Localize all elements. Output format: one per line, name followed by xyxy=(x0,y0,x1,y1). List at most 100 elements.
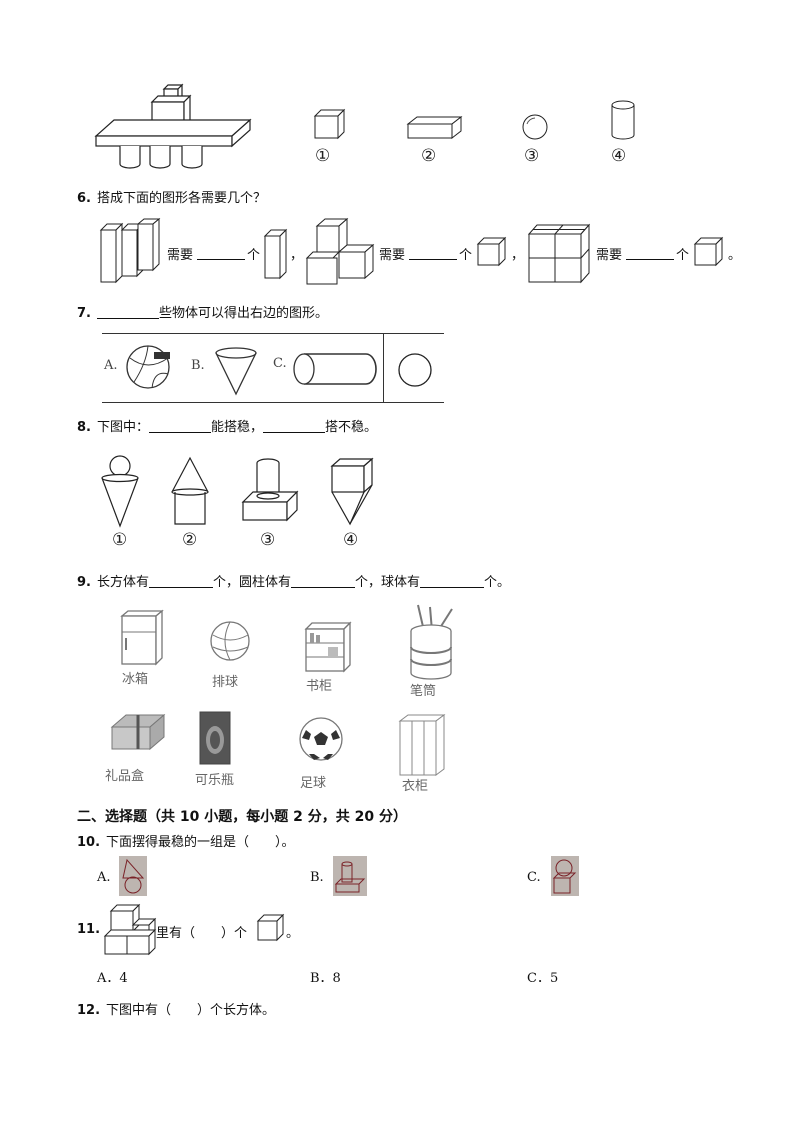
question-number: 12. xyxy=(77,1003,101,1018)
q7-divider xyxy=(383,333,384,403)
option-label-3: ③ xyxy=(524,146,540,166)
option-a[interactable]: A．4 xyxy=(97,971,128,986)
answer-blank-6c[interactable] xyxy=(626,246,674,260)
cube-on-cone-figure xyxy=(330,457,374,526)
answer-blank-6a[interactable] xyxy=(197,246,245,260)
refrigerator-image xyxy=(120,609,164,666)
text-part: 长方体有 xyxy=(96,575,149,590)
tall-cuboid-icon xyxy=(263,228,288,280)
cube-icon xyxy=(693,236,724,267)
cylinder-shape xyxy=(611,100,635,140)
item-label-bookcase: 书柜 xyxy=(306,679,333,694)
basketball-image xyxy=(126,345,170,389)
soccer-ball-image xyxy=(299,717,343,761)
need-label-2: 需要 xyxy=(379,248,406,263)
item-label-colabottle: 可乐瓶 xyxy=(195,773,235,788)
question-number: 8. xyxy=(77,420,91,435)
question-text: 些物体可以得出右边的图形。 xyxy=(158,306,328,321)
question-prefix: 下图中： xyxy=(96,420,149,435)
need-label-1: 需要 xyxy=(167,248,194,263)
cylinder-on-cuboid-figure xyxy=(241,458,299,522)
question-number: 11. xyxy=(77,922,101,937)
option-b-image[interactable] xyxy=(333,856,367,896)
gift-box-image xyxy=(110,713,166,751)
period-6: 。 xyxy=(728,248,742,263)
question-8: 8. 下图中： 能搭稳， 搭不稳。 xyxy=(77,416,377,435)
option-a-image[interactable] xyxy=(119,856,147,896)
answer-blank-7[interactable] xyxy=(96,305,159,319)
question-11-text: 里有（ ）个 xyxy=(156,926,248,941)
wardrobe-image xyxy=(398,714,446,776)
question-9: 9. 长方体有 个，圆柱体有 个，球体有 个。 xyxy=(77,571,510,590)
option-c-image[interactable] xyxy=(551,856,579,896)
question-12: 12. 下图中有（ ）个长方体。 xyxy=(77,999,275,1018)
question-number: 9. xyxy=(77,575,91,590)
cuboid-shape xyxy=(406,115,463,140)
question-11-number: 11. xyxy=(77,922,106,937)
item-label-volleyball: 排球 xyxy=(212,675,239,690)
option-c-label: C. xyxy=(273,356,287,371)
text-part: 个，球体有 xyxy=(355,575,421,590)
option-label-2: ② xyxy=(421,146,437,166)
question-text: 下面摆得最稳的一组是（ ）。 xyxy=(106,835,295,850)
answer-blank-8b[interactable] xyxy=(263,419,326,433)
item-label-giftbox: 礼品盒 xyxy=(105,769,145,784)
answer-blank-9c[interactable] xyxy=(420,574,485,588)
question-number: 7. xyxy=(77,306,91,321)
question-7: 7. 些物体可以得出右边的图形。 xyxy=(77,302,328,321)
ball-on-cone-figure xyxy=(101,455,139,528)
question-11-end: 。 xyxy=(286,926,300,941)
section-2-title: 二、选择题（共 10 小题，每小题 2 分，共 20 分） xyxy=(77,809,407,825)
item-label-penholder: 笔筒 xyxy=(410,684,437,699)
option-b[interactable]: B. xyxy=(310,870,324,885)
option-label-1: ① xyxy=(315,146,331,166)
unit-label-3: 个 xyxy=(676,248,690,263)
answer-blank-6b[interactable] xyxy=(409,246,457,260)
question-number: 6. xyxy=(77,191,91,206)
question-6: 6. 搭成下面的图形各需要几个？ xyxy=(77,187,266,206)
volleyball-image xyxy=(210,621,250,661)
cube-icon xyxy=(256,913,285,942)
question-mid: 能搭稳， xyxy=(211,420,264,435)
unit-label-1: 个 xyxy=(247,248,261,263)
answer-blank-8a[interactable] xyxy=(149,419,211,433)
option-c[interactable]: C．5 xyxy=(527,971,559,986)
option-b-label: B. xyxy=(191,358,205,373)
need-label-3: 需要 xyxy=(596,248,623,263)
option-b[interactable]: B．8 xyxy=(310,971,341,986)
item-label-fridge: 冰箱 xyxy=(122,672,149,687)
question-number: 10. xyxy=(77,835,101,850)
figure-cube-block xyxy=(527,223,591,284)
text-part: 个，圆柱体有 xyxy=(213,575,292,590)
cube-shape xyxy=(313,108,346,140)
option-a[interactable]: A. xyxy=(97,870,111,885)
table-structure-figure xyxy=(94,83,252,169)
cone-image xyxy=(215,347,257,396)
figure-label-2: ② xyxy=(182,530,198,550)
figure-three-prisms xyxy=(99,217,161,284)
text-part: 个。 xyxy=(484,575,511,590)
comma-1: ， xyxy=(290,248,304,263)
lying-cylinder-image xyxy=(293,353,377,385)
option-a-label: A. xyxy=(104,358,118,373)
cone-on-cylinder-figure xyxy=(171,456,209,525)
unit-label-2: 个 xyxy=(459,248,473,263)
sphere-shape xyxy=(522,114,548,140)
cube-icon xyxy=(476,236,507,267)
option-label-4: ④ xyxy=(611,146,627,166)
option-c[interactable]: C. xyxy=(527,870,541,885)
figure-stacked-cubes xyxy=(305,217,375,285)
answer-blank-9a[interactable] xyxy=(149,574,213,588)
question-text: 搭成下面的图形各需要几个？ xyxy=(96,191,266,206)
answer-blank-9b[interactable] xyxy=(291,574,356,588)
circle-result-image xyxy=(398,353,432,387)
bookcase-image xyxy=(304,621,352,673)
question-10: 10. 下面摆得最稳的一组是（ ）。 xyxy=(77,831,295,850)
question-text: 下图中有（ ）个长方体。 xyxy=(106,1003,276,1018)
figure-label-4: ④ xyxy=(343,530,359,550)
q7-options-box xyxy=(102,333,444,403)
question-suffix: 搭不稳。 xyxy=(325,420,378,435)
cola-can-image xyxy=(199,711,231,765)
cube-stack-figure xyxy=(103,903,157,956)
comma-2: ， xyxy=(511,248,525,263)
